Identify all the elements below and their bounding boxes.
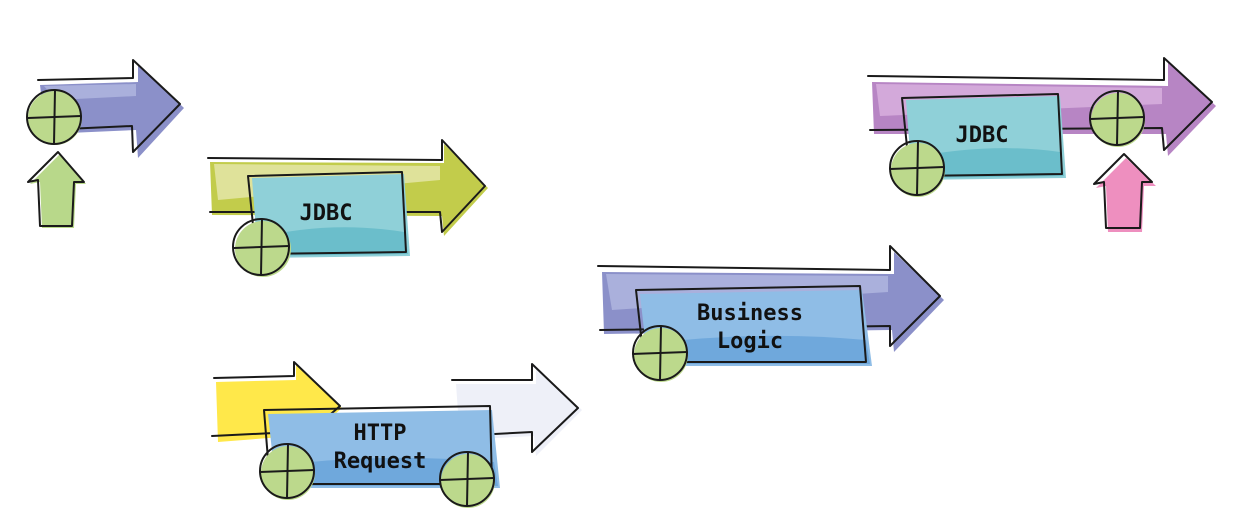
jdbc-right-box[interactable]: JDBC: [901, 93, 1066, 180]
jdbc-right-left-connector-icon: [889, 140, 945, 197]
http-right-connector-icon: [439, 451, 495, 508]
group-http-request: HTTP Request: [211, 361, 582, 508]
jdbc-right-label: JDBC: [956, 123, 1009, 148]
group-jdbc-right: JDBC: [867, 57, 1216, 232]
http-request-label-line1: HTTP: [354, 421, 407, 446]
entry-connector-icon: [26, 89, 82, 145]
jdbc-right-right-connector-icon: [1089, 90, 1145, 147]
entry-arrow-up-icon: [27, 151, 86, 228]
business-logic-box[interactable]: Business Logic: [635, 285, 872, 366]
jdbc-left-box[interactable]: JDBC: [247, 171, 410, 258]
group-jdbc-left: JDBC: [207, 139, 488, 277]
jdbc-left-connector-icon: [232, 218, 291, 277]
jdbc-left-label: JDBC: [300, 201, 353, 226]
business-connector-icon: [632, 325, 688, 382]
group-business-logic: Business Logic: [597, 245, 944, 382]
http-left-connector-icon: [259, 443, 315, 500]
http-request-label-line2: Request: [334, 449, 427, 474]
business-logic-label-line2: Logic: [717, 329, 783, 354]
business-logic-label-line1: Business: [697, 301, 803, 326]
jdbc-right-pink-arrow-up-icon: [1093, 153, 1156, 232]
group-entry: [26, 59, 184, 228]
